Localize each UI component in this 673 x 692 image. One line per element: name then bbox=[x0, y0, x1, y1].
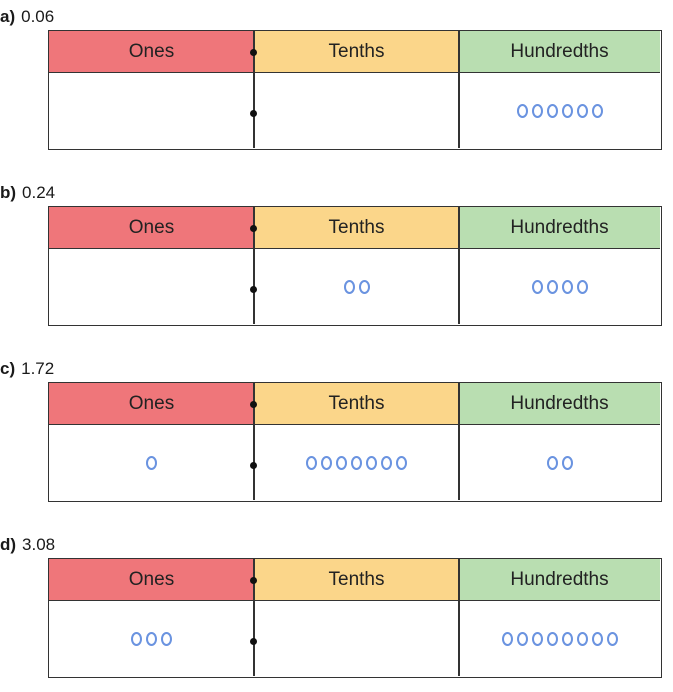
counter-icon bbox=[161, 632, 172, 646]
problem-label: d) 3.08 bbox=[0, 532, 55, 558]
column-divider bbox=[253, 31, 255, 148]
decimal-point-marker bbox=[250, 638, 257, 645]
counter-icon bbox=[321, 456, 332, 470]
cell-hundredths bbox=[459, 601, 660, 677]
counter-icon bbox=[546, 280, 558, 294]
counter-icon bbox=[591, 104, 603, 118]
column-divider bbox=[458, 207, 460, 324]
counter-icon bbox=[516, 104, 528, 118]
header-ones: Ones bbox=[49, 383, 254, 425]
header-tenths: Tenths bbox=[254, 383, 459, 425]
header-hundredths: Hundredths bbox=[459, 207, 660, 249]
cell-ones bbox=[49, 73, 254, 149]
counter-icon bbox=[606, 632, 618, 646]
counter-icon bbox=[546, 632, 558, 646]
problem-letter: a) bbox=[0, 7, 16, 26]
counter-icon bbox=[366, 456, 377, 470]
cell-hundredths bbox=[459, 425, 660, 501]
counter-icon bbox=[396, 456, 407, 470]
cell-ones bbox=[49, 425, 254, 501]
decimal-point-marker bbox=[250, 110, 257, 117]
counter-icon bbox=[561, 280, 573, 294]
cell-hundredths bbox=[459, 73, 660, 149]
column-divider bbox=[458, 559, 460, 676]
column-divider bbox=[253, 383, 255, 500]
header-hundredths: Hundredths bbox=[459, 559, 660, 601]
decimal-point-marker bbox=[250, 401, 257, 408]
counter-icon bbox=[531, 280, 543, 294]
counter-icon bbox=[561, 632, 573, 646]
counter-icon bbox=[131, 632, 142, 646]
counter-icon bbox=[546, 456, 558, 470]
decimal-point-marker bbox=[250, 462, 257, 469]
counter-icon bbox=[531, 632, 543, 646]
counter-icon bbox=[343, 280, 355, 294]
problem-label: c) 1.72 bbox=[0, 356, 54, 382]
counter-icon bbox=[561, 456, 573, 470]
problem-letter: b) bbox=[0, 183, 17, 202]
counter-icon bbox=[336, 456, 347, 470]
counter-icon bbox=[576, 280, 588, 294]
problem-number: 3.08 bbox=[22, 535, 56, 554]
cell-hundredths bbox=[459, 249, 660, 325]
counter-icon bbox=[358, 280, 370, 294]
cell-ones bbox=[49, 601, 254, 677]
problem-number: 0.24 bbox=[22, 183, 56, 202]
counter-icon bbox=[576, 632, 588, 646]
cell-tenths bbox=[254, 425, 459, 501]
counter-icon bbox=[576, 104, 588, 118]
header-tenths: Tenths bbox=[254, 31, 459, 73]
decimal-point-marker bbox=[250, 577, 257, 584]
problem-letter: c) bbox=[0, 359, 16, 378]
decimal-point-marker bbox=[250, 225, 257, 232]
counter-icon bbox=[351, 456, 362, 470]
counter-icon bbox=[561, 104, 573, 118]
header-tenths: Tenths bbox=[254, 559, 459, 601]
counter-icon bbox=[146, 632, 157, 646]
problem-number: 1.72 bbox=[21, 359, 55, 378]
decimal-point-marker bbox=[250, 286, 257, 293]
counter-icon bbox=[146, 456, 157, 470]
problem-letter: d) bbox=[0, 535, 17, 554]
problem-label: a) 0.06 bbox=[0, 4, 54, 30]
cell-tenths bbox=[254, 249, 459, 325]
counter-icon bbox=[591, 632, 603, 646]
problem-number: 0.06 bbox=[21, 7, 55, 26]
counter-icon bbox=[306, 456, 317, 470]
cell-tenths bbox=[254, 73, 459, 149]
counter-icon bbox=[381, 456, 392, 470]
cell-tenths bbox=[254, 601, 459, 677]
counter-icon bbox=[516, 632, 528, 646]
header-ones: Ones bbox=[49, 207, 254, 249]
problem-label: b) 0.24 bbox=[0, 180, 55, 206]
column-divider bbox=[253, 207, 255, 324]
counter-icon bbox=[531, 104, 543, 118]
header-hundredths: Hundredths bbox=[459, 383, 660, 425]
header-ones: Ones bbox=[49, 559, 254, 601]
header-tenths: Tenths bbox=[254, 207, 459, 249]
column-divider bbox=[253, 559, 255, 676]
counter-icon bbox=[501, 632, 513, 646]
decimal-point-marker bbox=[250, 49, 257, 56]
cell-ones bbox=[49, 249, 254, 325]
header-ones: Ones bbox=[49, 31, 254, 73]
counter-icon bbox=[546, 104, 558, 118]
header-hundredths: Hundredths bbox=[459, 31, 660, 73]
column-divider bbox=[458, 383, 460, 500]
column-divider bbox=[458, 31, 460, 148]
